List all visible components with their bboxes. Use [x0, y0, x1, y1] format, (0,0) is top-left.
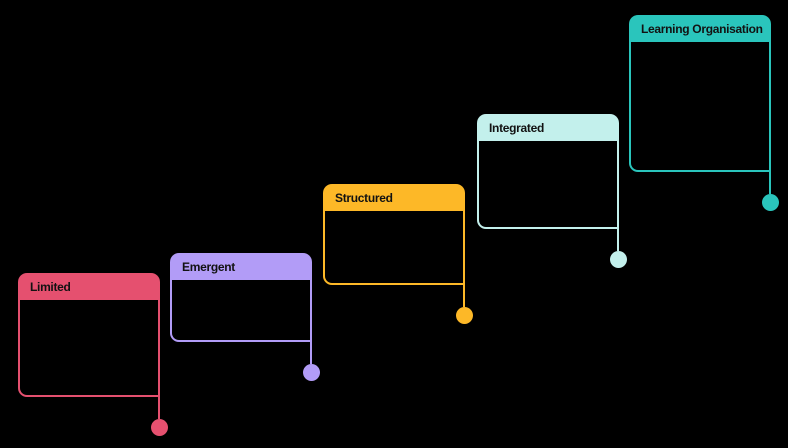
connector-line	[617, 229, 619, 251]
stage-card-emergent: Emergent	[170, 253, 320, 381]
stage-card-integrated-header: Integrated	[477, 114, 619, 141]
connector-line	[769, 172, 771, 194]
stage-card-integrated: Integrated	[477, 114, 627, 268]
stage-label-emergent: Emergent	[182, 259, 235, 274]
stage-card-emergent-header: Emergent	[170, 253, 312, 280]
stage-card-learning-organisation-body	[629, 42, 771, 172]
stage-card-learning-organisation-header: Learning Organisation	[629, 15, 771, 42]
stage-card-structured-header: Structured	[323, 184, 465, 211]
stage-card-limited-header: Limited	[18, 273, 160, 300]
connector-line	[463, 285, 465, 307]
connector-dot	[456, 307, 473, 324]
connector-dot	[151, 419, 168, 436]
stage-card-limited: Limited	[18, 273, 168, 436]
connector-dot	[303, 364, 320, 381]
stage-label-integrated: Integrated	[489, 120, 545, 135]
connector-line	[158, 397, 160, 419]
stage-card-integrated-body	[477, 141, 619, 229]
connector-line	[310, 342, 312, 364]
connector-dot	[610, 251, 627, 268]
stage-card-structured: Structured	[323, 184, 473, 324]
stage-label-limited: Limited	[30, 279, 71, 294]
stage-card-limited-body	[18, 300, 160, 397]
stage-card-emergent-body	[170, 280, 312, 342]
stage-card-structured-body	[323, 211, 465, 285]
stage-label-learning-organisation: Learning Organisation	[641, 21, 763, 36]
connector-dot	[762, 194, 779, 211]
stage-label-structured: Structured	[335, 190, 393, 205]
stage-card-learning-organisation: Learning Organisation	[629, 15, 779, 211]
